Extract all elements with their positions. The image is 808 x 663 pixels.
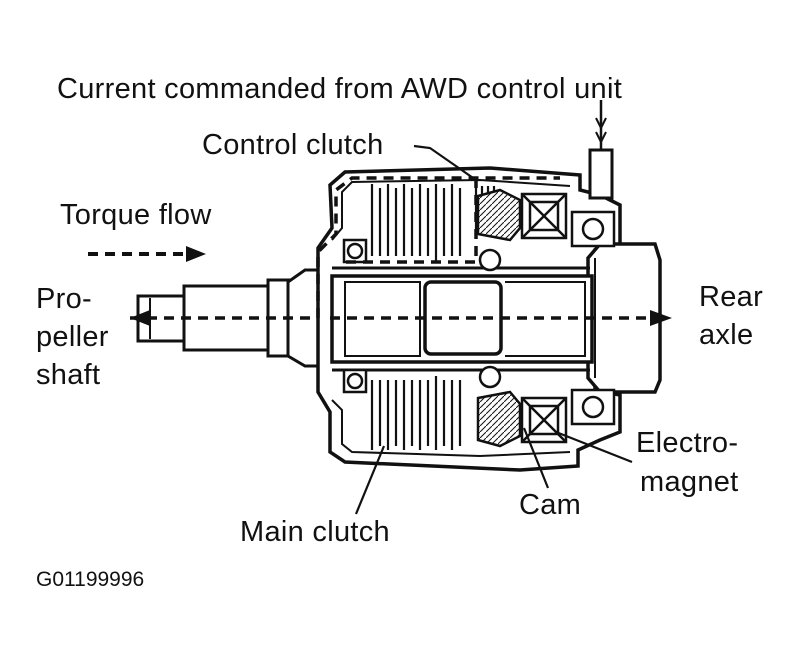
label-control-clutch: Control clutch bbox=[202, 129, 384, 161]
label-current-commanded: Current commanded from AWD control unit bbox=[57, 73, 623, 105]
label-propeller-line1: Pro- bbox=[36, 283, 92, 315]
label-propeller-line2: peller bbox=[36, 321, 109, 353]
figure-id: G01199996 bbox=[36, 568, 145, 591]
torque-flow-legend-arrow bbox=[88, 246, 206, 262]
clutch-plates-bottom bbox=[370, 376, 462, 450]
rear-axle-arrow bbox=[130, 310, 672, 326]
label-main-clutch: Main clutch bbox=[240, 516, 390, 548]
leader-lines bbox=[354, 144, 633, 515]
label-cam: Cam bbox=[519, 489, 582, 521]
electromagnet bbox=[520, 192, 568, 444]
center-shaft bbox=[330, 266, 594, 372]
label-electro-line2: magnet bbox=[640, 466, 739, 498]
label-electro-line1: Electro- bbox=[636, 427, 739, 459]
label-propeller-line3: shaft bbox=[36, 359, 101, 391]
label-torque-flow: Torque flow bbox=[60, 199, 212, 231]
bearings bbox=[342, 210, 616, 426]
electrical-connector bbox=[588, 100, 614, 200]
cam bbox=[476, 188, 522, 448]
label-rear-line2: axle bbox=[699, 319, 754, 351]
torque-flow-path bbox=[130, 176, 652, 320]
label-rear-line1: Rear bbox=[699, 281, 764, 313]
